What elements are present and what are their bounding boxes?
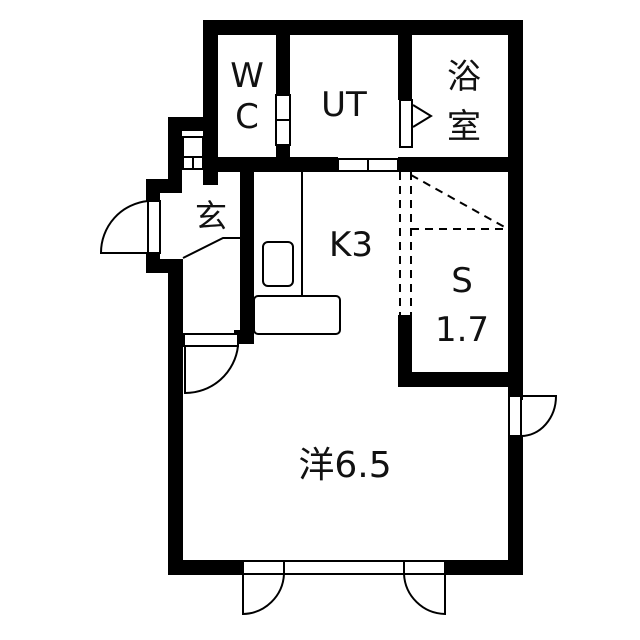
entrance-label: 玄 bbox=[195, 197, 227, 235]
kitchen-label: K3 bbox=[329, 225, 373, 265]
openings bbox=[99, 94, 558, 616]
storage-label-s: S bbox=[451, 261, 473, 301]
bath-label-2: 室 bbox=[447, 107, 481, 147]
wc-label-c: C bbox=[235, 97, 259, 137]
wc-label-w: W bbox=[230, 56, 264, 96]
storage-label-size: 1.7 bbox=[435, 310, 489, 350]
room-labels: W C UT 浴 室 玄 K3 S 1.7 洋6.5 bbox=[195, 56, 489, 486]
bath-label-1: 浴 bbox=[447, 57, 481, 97]
ut-label: UT bbox=[321, 85, 367, 125]
walls bbox=[146, 20, 523, 575]
western-room-label: 洋6.5 bbox=[298, 445, 391, 486]
